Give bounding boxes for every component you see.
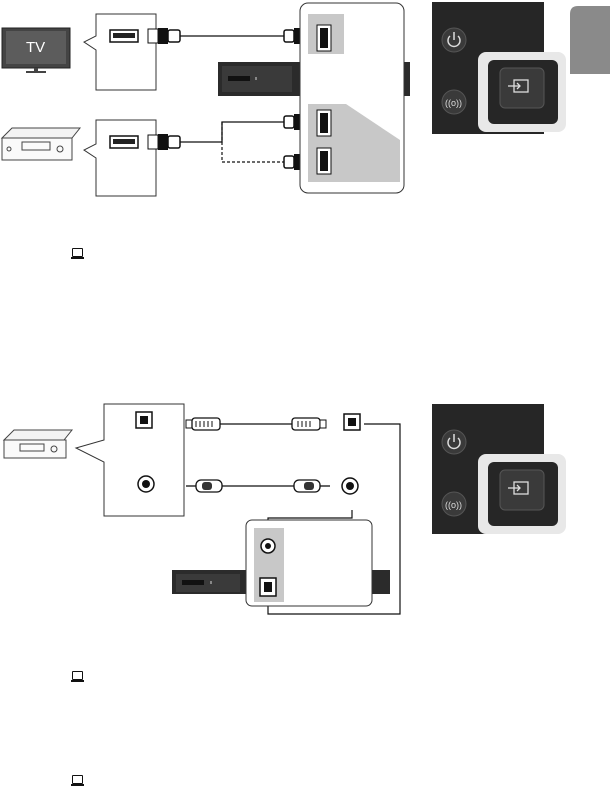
bd-player-device: [0, 127, 82, 161]
tv-label: TV: [26, 39, 45, 56]
remote-control-bottom: ((o)): [432, 404, 566, 534]
tv-hdmi-port-callout: [83, 13, 157, 91]
power-icon: [447, 35, 461, 48]
source-input-icon: [71, 775, 84, 786]
optical-aux-connection-figure: ((o)): [2, 403, 566, 615]
soundbar-hdmi-panel-callout: [299, 2, 405, 194]
source-input-icon: [71, 248, 84, 259]
aux-cable: [186, 477, 359, 540]
hdmi-cable-tv: [147, 28, 315, 44]
external-device: [2, 429, 74, 459]
section-side-tab: [570, 6, 610, 74]
optical-cable: [185, 413, 401, 615]
bd-hdmi-port-callout: [83, 119, 157, 197]
hdmi-connection-figure: TV: [0, 2, 610, 197]
hdmi-cable-bd: [147, 114, 315, 170]
power-icon: [447, 437, 461, 450]
device-ports-callout: [74, 403, 185, 517]
source-input-icon: [71, 671, 84, 682]
soundbar-input-panel-callout: [245, 519, 373, 607]
tv-device: TV: [1, 27, 71, 73]
source-input-icon: [508, 481, 529, 495]
source-input-icon: [508, 79, 529, 93]
remote-control-top: ((o)): [432, 2, 566, 134]
surround-sound-icon: ((o)): [445, 98, 462, 108]
surround-sound-icon: ((o)): [445, 500, 462, 510]
